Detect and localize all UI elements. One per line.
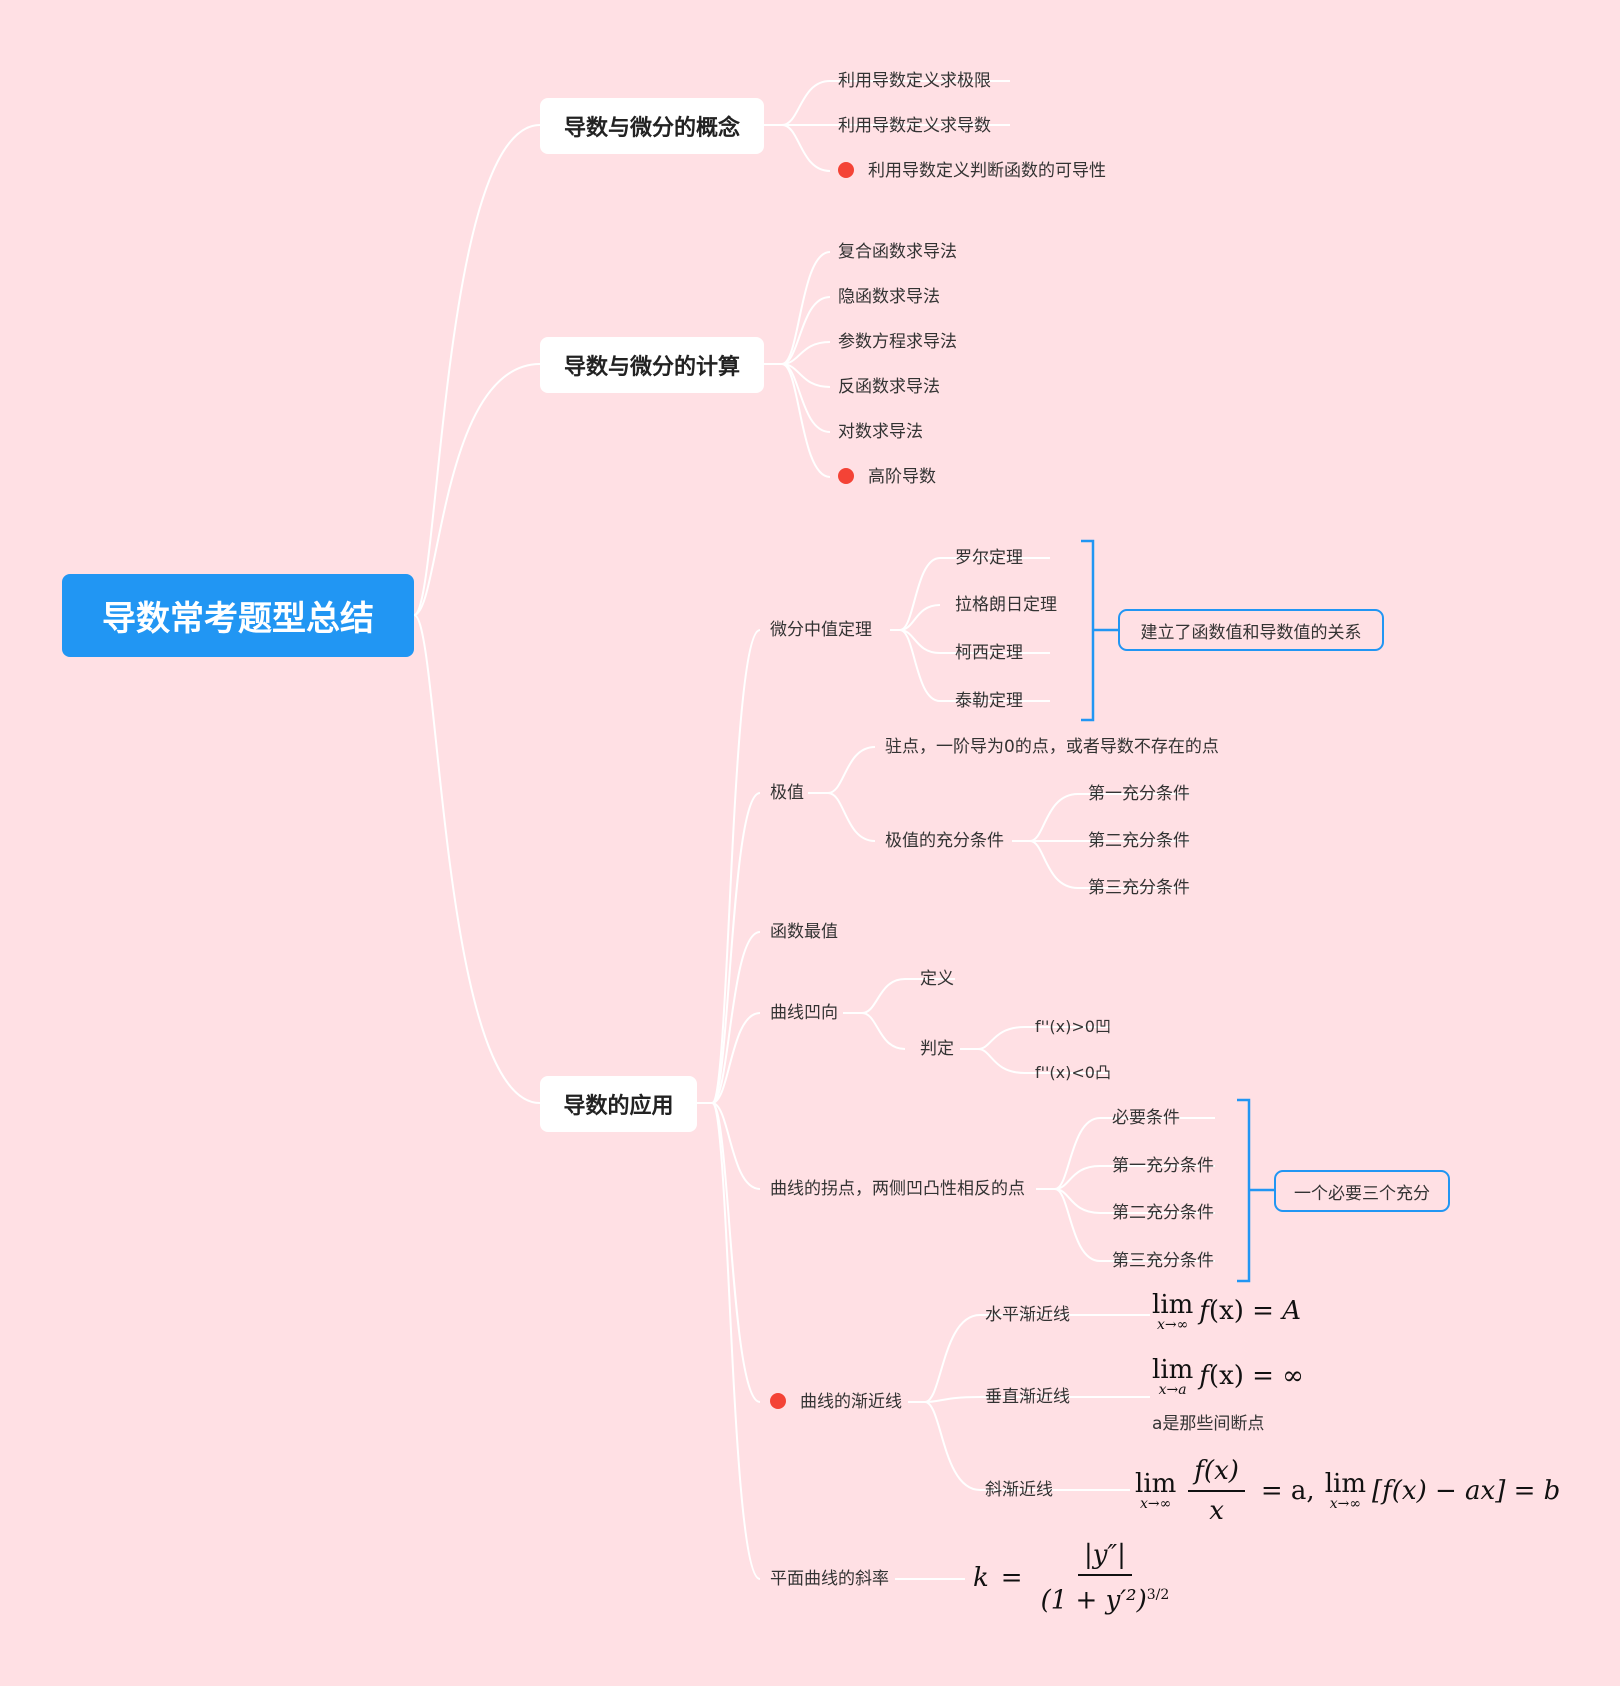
formula-k: k (973, 1562, 989, 1593)
oblique-asymptote-node[interactable]: 斜渐近线 (985, 1480, 1053, 1500)
bracket-inflection (1237, 1098, 1251, 1283)
denominator: (1 + y′²) (1040, 1585, 1147, 1616)
numerator: |y″| (1077, 1540, 1132, 1576)
lim-word: lim (1152, 1290, 1194, 1320)
fraction: |y″| (1 + y′²)3/2 (1041, 1540, 1170, 1616)
curvature-formula: k = |y″| (1 + y′²)3/2 (973, 1540, 1175, 1616)
concave-up-rule[interactable]: f''(x)>0凹 (1035, 1017, 1111, 1036)
inflection-item-2[interactable]: 第一充分条件 (1112, 1156, 1214, 1176)
branch-calc[interactable]: 导数与微分的计算 (540, 337, 764, 393)
lim-subscript: x→∞ (1140, 1496, 1172, 1512)
lim-word-2: lim (1324, 1469, 1366, 1499)
stationary-point-node[interactable]: 驻点，一阶导为0的点，或者导数不存在的点 (885, 737, 1219, 757)
concept-item-3[interactable]: 利用导数定义判断函数的可导性 (838, 160, 1106, 182)
extreme-condition-3[interactable]: 第三充分条件 (1088, 878, 1190, 898)
formula-f: f (1199, 1361, 1209, 1391)
vertical-asymptote-note[interactable]: a是那些间断点 (1152, 1414, 1265, 1434)
horizontal-asymptote-node[interactable]: 水平渐近线 (985, 1305, 1070, 1325)
fraction: f(x) x (1188, 1456, 1245, 1526)
concavity-node[interactable]: 曲线凹向 (770, 1003, 838, 1023)
denominator: x (1209, 1496, 1224, 1526)
formula-rest: (x) = (1208, 1296, 1283, 1326)
numerator: f(x) (1188, 1456, 1245, 1492)
lim-subscript: x→a (1158, 1382, 1187, 1398)
mvt-item-2[interactable]: 拉格朗日定理 (955, 595, 1057, 615)
asymptote-label: 曲线的渐近线 (800, 1392, 902, 1412)
mvt-summary[interactable]: 建立了函数值和导数值的关系 (1118, 609, 1384, 651)
calc-item-2[interactable]: 隐函数求导法 (838, 287, 940, 307)
red-marker-icon (770, 1393, 786, 1409)
formula-tail: [f(x) − ax] = b (1372, 1476, 1561, 1506)
asymptote-node[interactable]: 曲线的渐近线 (770, 1391, 902, 1413)
calc-item-3[interactable]: 参数方程求导法 (838, 332, 957, 352)
formula-value: A (1282, 1296, 1301, 1326)
extreme-condition-2[interactable]: 第二充分条件 (1088, 831, 1190, 851)
curvature-node[interactable]: 平面曲线的斜率 (770, 1569, 889, 1589)
lim-word: lim (1135, 1469, 1177, 1499)
red-marker-icon (838, 162, 854, 178)
denominator-wrap: (1 + y′²)3/2 (1041, 1576, 1170, 1616)
calc-item-6-label: 高阶导数 (868, 467, 936, 487)
formula-f: f (1199, 1296, 1209, 1326)
inflection-item-3[interactable]: 第二充分条件 (1112, 1203, 1214, 1223)
extreme-sufficient-node[interactable]: 极值的充分条件 (885, 831, 1004, 851)
link-root-calc (413, 363, 541, 616)
concept-item-2[interactable]: 利用导数定义求导数 (838, 116, 991, 136)
extreme-node[interactable]: 极值 (770, 783, 804, 803)
concavity-judge[interactable]: 判定 (920, 1039, 954, 1059)
mvt-item-1[interactable]: 罗尔定理 (955, 548, 1023, 568)
mvt-node[interactable]: 微分中值定理 (770, 620, 872, 640)
concave-down-rule[interactable]: f''(x)<0凸 (1035, 1063, 1111, 1082)
calc-item-6[interactable]: 高阶导数 (838, 466, 936, 488)
mvt-item-4[interactable]: 泰勒定理 (955, 691, 1023, 711)
formula-rest: (x) = ∞ (1208, 1361, 1304, 1391)
link-root-app (413, 614, 541, 1104)
maxmin-node[interactable]: 函数最值 (770, 922, 838, 942)
lim-subscript: x→∞ (1157, 1317, 1189, 1333)
formula-equals: = (1000, 1562, 1023, 1593)
concavity-definition[interactable]: 定义 (920, 969, 954, 989)
vertical-asymptote-node[interactable]: 垂直渐近线 (985, 1387, 1070, 1407)
extreme-condition-1[interactable]: 第一充分条件 (1088, 784, 1190, 804)
red-marker-icon (838, 468, 854, 484)
lim-subscript-2: x→∞ (1329, 1496, 1361, 1512)
branch-concept[interactable]: 导数与微分的概念 (540, 98, 764, 154)
inflection-item-4[interactable]: 第三充分条件 (1112, 1251, 1214, 1271)
mvt-item-3[interactable]: 柯西定理 (955, 643, 1023, 663)
concept-item-3-label: 利用导数定义判断函数的可导性 (868, 161, 1106, 181)
bracket-mvt (1081, 539, 1095, 722)
calc-item-4[interactable]: 反函数求导法 (838, 377, 940, 397)
inflection-summary[interactable]: 一个必要三个充分 (1274, 1170, 1450, 1212)
calc-item-5[interactable]: 对数求导法 (838, 422, 923, 442)
formula-mid: = a, (1260, 1476, 1315, 1506)
exponent: 3/2 (1146, 1587, 1170, 1603)
calc-item-1[interactable]: 复合函数求导法 (838, 242, 957, 262)
inflection-node[interactable]: 曲线的拐点，两侧凹凸性相反的点 (770, 1179, 1025, 1199)
root-node[interactable]: 导数常考题型总结 (62, 574, 414, 657)
branch-app[interactable]: 导数的应用 (540, 1076, 697, 1132)
lim-word: lim (1152, 1355, 1194, 1385)
inflection-item-1[interactable]: 必要条件 (1112, 1108, 1180, 1128)
concept-item-1[interactable]: 利用导数定义求极限 (838, 71, 991, 91)
link-root-concept (413, 124, 541, 616)
